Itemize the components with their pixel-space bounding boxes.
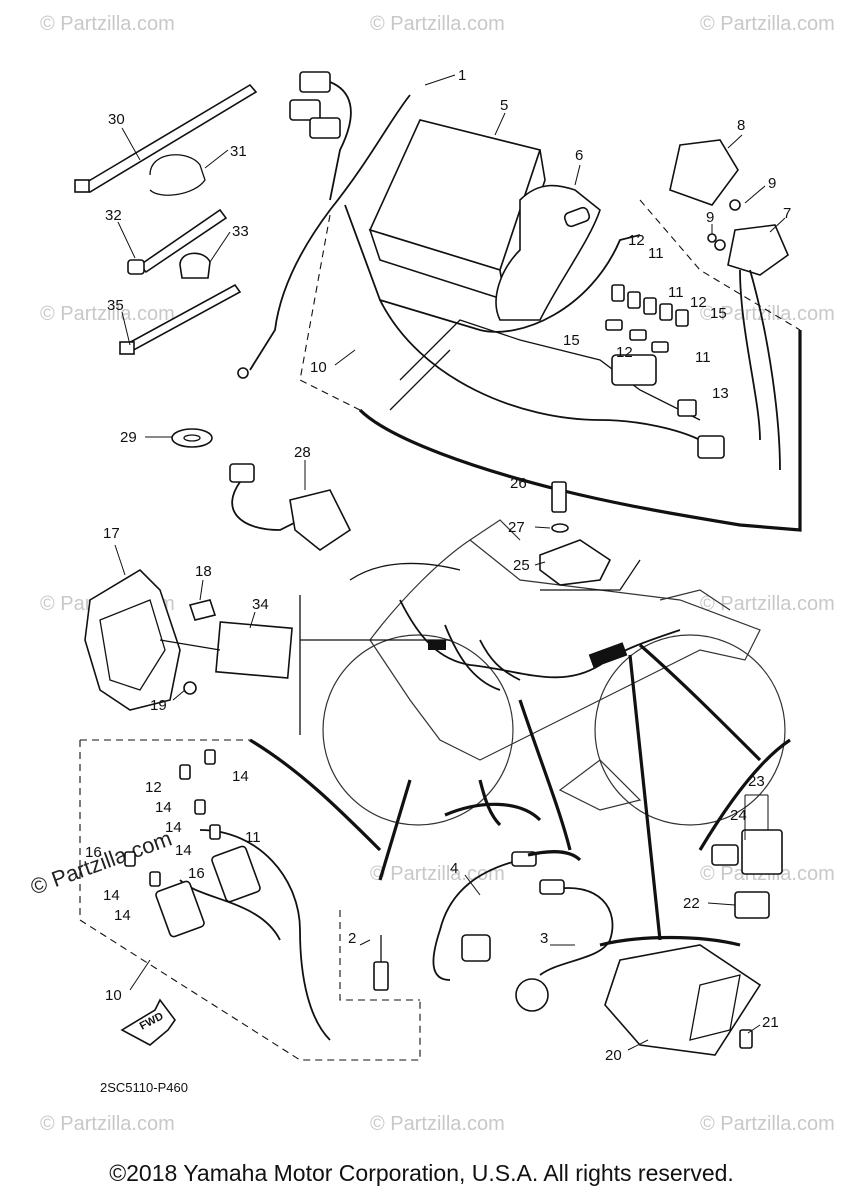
coupler <box>299 71 331 93</box>
callout-10: 10 <box>310 359 327 376</box>
callout-19: 19 <box>150 697 167 714</box>
callout-22: 22 <box>683 895 700 912</box>
callout-31: 31 <box>230 143 247 160</box>
callout-32: 32 <box>105 207 122 224</box>
callout-14d: 14 <box>175 842 192 859</box>
watermark: © Partzilla.com <box>700 593 835 615</box>
callout-14c: 14 <box>165 819 182 836</box>
callout-21: 21 <box>762 1014 779 1031</box>
callout-20: 20 <box>605 1047 622 1064</box>
grommet <box>171 428 213 448</box>
callout-11a: 11 <box>648 245 664 262</box>
callout-18: 18 <box>195 563 212 580</box>
bottom-left-detail: FWD <box>79 738 421 1061</box>
callout-29: 29 <box>120 429 137 446</box>
callout-6: 6 <box>575 147 583 164</box>
dc-socket <box>229 463 352 551</box>
callout-9b: 9 <box>706 209 714 226</box>
callout-7: 7 <box>783 205 791 222</box>
watermark: © Partzilla.com <box>370 13 505 35</box>
callout-15b: 15 <box>563 332 580 349</box>
callout-34: 34 <box>252 596 269 613</box>
watermark: © Partzilla.com <box>700 13 835 35</box>
callout-14a: 14 <box>232 768 249 785</box>
watermark: © Partzilla.com <box>370 863 505 885</box>
callout-9: 9 <box>768 175 776 192</box>
fwd-arrow-icon <box>120 998 176 1046</box>
callout-17: 17 <box>103 525 120 542</box>
relay <box>669 139 739 206</box>
callout-2: 2 <box>348 930 356 947</box>
callout-12c: 12 <box>616 344 633 361</box>
callout-25: 25 <box>513 557 530 574</box>
callout-11b: 11 <box>668 284 684 301</box>
callout-14b: 14 <box>155 799 172 816</box>
callout-4: 4 <box>450 860 458 877</box>
callout-24: 24 <box>730 807 747 824</box>
callout-16b: 16 <box>188 865 205 882</box>
watermark: © Partzilla.com <box>40 303 175 325</box>
sensor-leads <box>432 699 614 1012</box>
wire-harness <box>399 599 681 691</box>
callout-12a: 12 <box>628 232 645 249</box>
callout-27: 27 <box>508 519 525 536</box>
starter-relay <box>727 224 789 276</box>
callout-28: 28 <box>294 444 311 461</box>
callout-11c: 11 <box>695 349 711 366</box>
watermark: © Partzilla.com <box>370 1113 505 1135</box>
callout-5: 5 <box>500 97 508 114</box>
watermark: © Partzilla.com <box>700 303 835 325</box>
diagram-code: 2SC5110-P460 <box>100 1080 188 1095</box>
callout-11d: 11 <box>245 829 261 846</box>
top-detail-group <box>237 71 802 532</box>
callouts: 1 2 3 4 5 6 7 8 9 9 10 10 11 11 11 11 12… <box>85 67 791 1064</box>
callout-26: 26 <box>510 475 527 492</box>
callout-30: 30 <box>108 111 125 128</box>
fuse-box <box>611 354 657 386</box>
accessory-items <box>74 83 258 448</box>
parts-diagram: © Partzilla.com © Partzilla.com © Partzi… <box>27 13 835 1135</box>
callout-3: 3 <box>540 930 548 947</box>
callout-35: 35 <box>107 297 124 314</box>
callout-12b: 12 <box>690 294 707 311</box>
sensor-2 <box>339 779 420 1001</box>
callout-13: 13 <box>712 385 729 402</box>
watermark: © Partzilla.com <box>700 1113 835 1135</box>
motorcycle-outline <box>322 519 786 826</box>
callout-1: 1 <box>458 67 466 84</box>
fuse-set <box>605 284 689 353</box>
callout-23: 23 <box>748 773 765 790</box>
callout-14e: 14 <box>103 887 120 904</box>
callout-10b: 10 <box>105 987 122 1004</box>
callout-15a: 15 <box>710 305 727 322</box>
watermark: © Partzilla.com <box>40 13 175 35</box>
regulator <box>599 654 762 1056</box>
ecu-group <box>84 568 450 735</box>
callout-33: 33 <box>232 223 249 240</box>
copyright-notice: ©2018 Yamaha Motor Corporation, U.S.A. A… <box>109 1160 734 1186</box>
cable-tie <box>80 83 258 193</box>
callout-8: 8 <box>737 117 745 134</box>
watermark: © Partzilla.com <box>40 1113 175 1135</box>
watermark-logo: © Partzilla.com <box>27 826 175 900</box>
sensor-bracket <box>349 481 641 591</box>
callout-16a: 16 <box>85 844 102 861</box>
callout-14f: 14 <box>114 907 131 924</box>
callout-12d: 12 <box>145 779 162 796</box>
